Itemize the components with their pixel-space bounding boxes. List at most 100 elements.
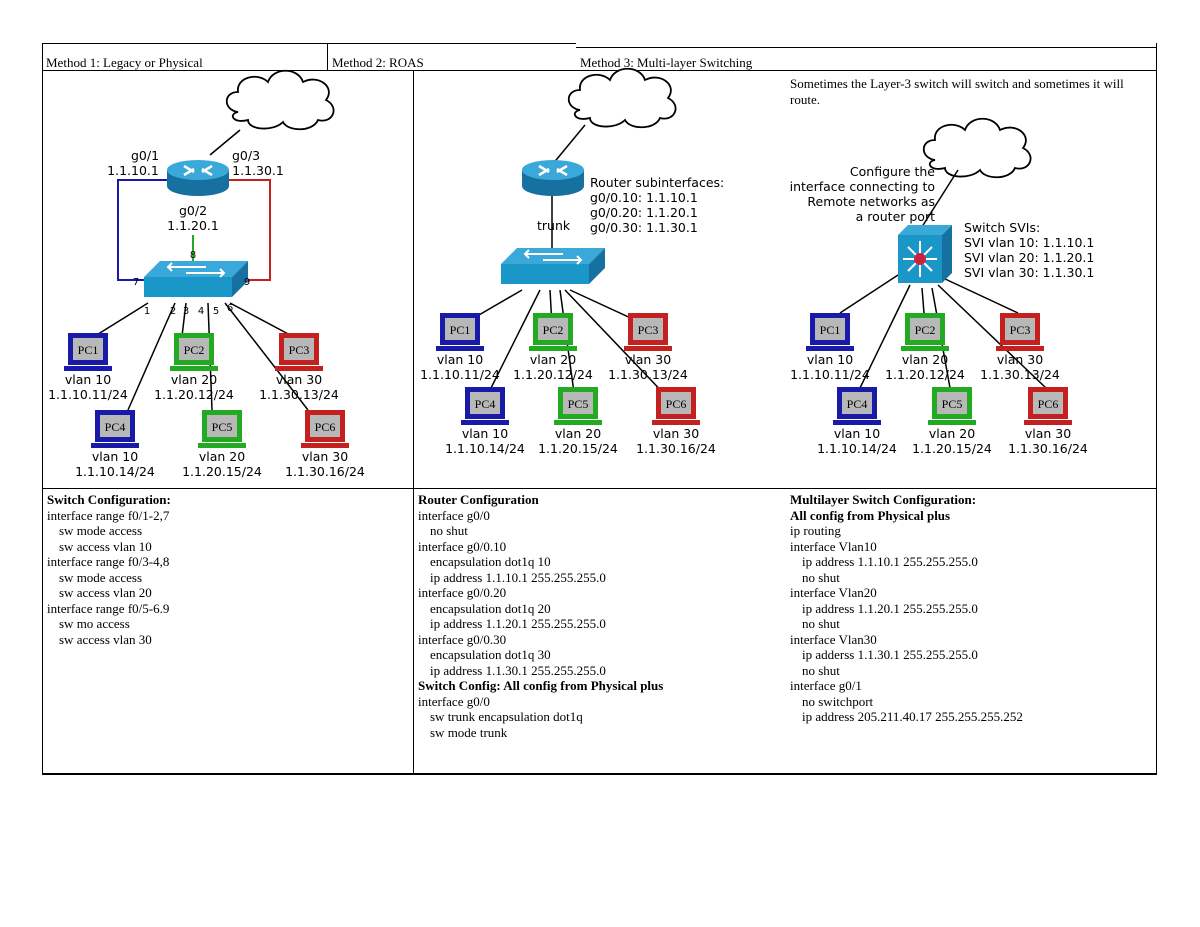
computer-icon bbox=[461, 420, 509, 425]
port-label: 7 bbox=[133, 277, 139, 288]
port-label: 9 bbox=[244, 277, 250, 288]
config-line: interface Vlan30 bbox=[790, 631, 877, 647]
computer-icon bbox=[833, 420, 881, 425]
pc-name: PC3 bbox=[289, 343, 310, 357]
subinterface-label: g0/0.30: 1.1.30.1 bbox=[590, 220, 698, 235]
config-title: Router Configuration bbox=[418, 492, 539, 507]
port-label: 3 bbox=[183, 306, 189, 317]
config-line: sw mode access bbox=[59, 523, 143, 538]
svi-label: SVI vlan 20: 1.1.20.1 bbox=[964, 250, 1094, 265]
pc-ip: 1.1.20.12/24 bbox=[885, 367, 965, 382]
pc-5: PC5 vlan 201.1.20.15/24 bbox=[182, 410, 262, 479]
computer-icon bbox=[1024, 420, 1072, 425]
router-port-note: interface connecting to bbox=[790, 179, 935, 194]
pc-vlan: vlan 30 bbox=[625, 352, 671, 367]
computer-icon bbox=[64, 366, 112, 371]
config-line: sw access vlan 10 bbox=[59, 538, 152, 554]
pc-ip: 1.1.10.11/24 bbox=[790, 367, 870, 382]
pc-vlan: vlan 20 bbox=[171, 372, 217, 387]
pc-ip: 1.1.30.16/24 bbox=[1008, 441, 1088, 456]
config-line: interface Vlan20 bbox=[790, 585, 877, 600]
computer-icon bbox=[652, 420, 700, 425]
pc-name: PC1 bbox=[78, 343, 99, 357]
config-line: interface range f0/1-2,7 bbox=[47, 507, 170, 523]
internet-cloud-icon bbox=[567, 67, 677, 129]
pc-ip: 1.1.10.11/24 bbox=[48, 387, 128, 402]
internet-cloud-icon bbox=[225, 69, 335, 131]
pc-ip: 1.1.20.15/24 bbox=[538, 441, 618, 456]
pc-vlan: vlan 10 bbox=[437, 352, 483, 367]
svi-label: SVI vlan 10: 1.1.10.1 bbox=[964, 235, 1094, 250]
trunk-label: trunk bbox=[537, 218, 571, 233]
pc-name: PC4 bbox=[105, 420, 126, 434]
config-line: ip address 1.1.10.1 255.255.255.0 bbox=[802, 554, 978, 569]
multilayer-config-block: Multilayer Switch Configuration:All conf… bbox=[790, 492, 1023, 725]
config-line: ip address 1.1.10.1 255.255.255.0 bbox=[430, 569, 606, 585]
config-line: no switchport bbox=[802, 693, 874, 709]
pc-vlan: vlan 10 bbox=[92, 449, 138, 464]
config-line: ip address 205.211.40.17 255.255.255.252 bbox=[802, 709, 1023, 724]
pc-ip: 1.1.30.13/24 bbox=[259, 387, 339, 402]
port-label: 6 bbox=[227, 303, 233, 314]
pc-name: PC6 bbox=[315, 420, 336, 434]
pc-1: PC1 vlan 101.1.10.11/24 bbox=[48, 333, 128, 402]
pc-ip: 1.1.10.14/24 bbox=[817, 441, 897, 456]
computer-icon bbox=[928, 420, 976, 425]
pc-name: PC2 bbox=[543, 323, 564, 337]
computer-icon bbox=[91, 443, 139, 448]
pc-name: PC4 bbox=[847, 397, 868, 411]
pc-ip: 1.1.10.14/24 bbox=[75, 464, 155, 479]
pc-name: PC5 bbox=[568, 397, 589, 411]
config-title: All config from Physical plus bbox=[790, 507, 951, 523]
diagram2: Router subinterfaces:g0/0.10: 1.1.10.1g0… bbox=[459, 67, 724, 401]
computer-icon bbox=[996, 346, 1044, 351]
pc-vlan: vlan 20 bbox=[199, 449, 245, 464]
config-line: interface g0/0.20 bbox=[418, 585, 507, 600]
config-line: no shut bbox=[430, 523, 468, 538]
computer-icon bbox=[301, 443, 349, 448]
pc-ip: 1.1.10.11/24 bbox=[420, 367, 500, 382]
config-line: sw mode access bbox=[59, 569, 143, 585]
config-line: no shut bbox=[802, 569, 840, 585]
port-label: 5 bbox=[213, 306, 219, 317]
config-line: ip routing bbox=[790, 523, 841, 538]
router-icon bbox=[165, 158, 231, 198]
pc-name: PC6 bbox=[666, 397, 687, 411]
ip-label: 1.1.10.1 bbox=[107, 163, 159, 178]
pc-ip: 1.1.30.13/24 bbox=[608, 367, 688, 382]
pc-name: PC5 bbox=[212, 420, 233, 434]
method3-header: Method 3: Multi-layer Switching bbox=[580, 55, 753, 70]
pc-name: PC5 bbox=[942, 397, 963, 411]
switch-icon bbox=[143, 260, 249, 298]
config-line: ip adderss 1.1.30.1 255.255.255.0 bbox=[802, 647, 978, 662]
config-line: interface Vlan10 bbox=[790, 538, 877, 554]
pc-ip: 1.1.20.15/24 bbox=[912, 441, 992, 456]
pc-vlan: vlan 10 bbox=[807, 352, 853, 367]
switch-icon bbox=[500, 247, 606, 285]
pc-vlan: vlan 30 bbox=[302, 449, 348, 464]
pc-vlan: vlan 30 bbox=[997, 352, 1043, 367]
pc-vlan: vlan 20 bbox=[929, 426, 975, 441]
pc-vlan: vlan 10 bbox=[834, 426, 880, 441]
pc-name: PC6 bbox=[1038, 397, 1059, 411]
computer-icon bbox=[170, 366, 218, 371]
pc-vlan: vlan 10 bbox=[65, 372, 111, 387]
pc-ip: 1.1.20.15/24 bbox=[182, 464, 262, 479]
pc-name: PC3 bbox=[1010, 323, 1031, 337]
interface-label: g0/3 bbox=[232, 148, 260, 163]
computer-icon bbox=[275, 366, 323, 371]
port-label: 4 bbox=[198, 306, 204, 317]
pc-name: PC2 bbox=[184, 343, 205, 357]
config-line: encapsulation dot1q 30 bbox=[430, 647, 551, 662]
config-line: ip address 1.1.20.1 255.255.255.0 bbox=[802, 600, 978, 616]
config-line: sw trunk encapsulation dot1q bbox=[430, 709, 583, 724]
